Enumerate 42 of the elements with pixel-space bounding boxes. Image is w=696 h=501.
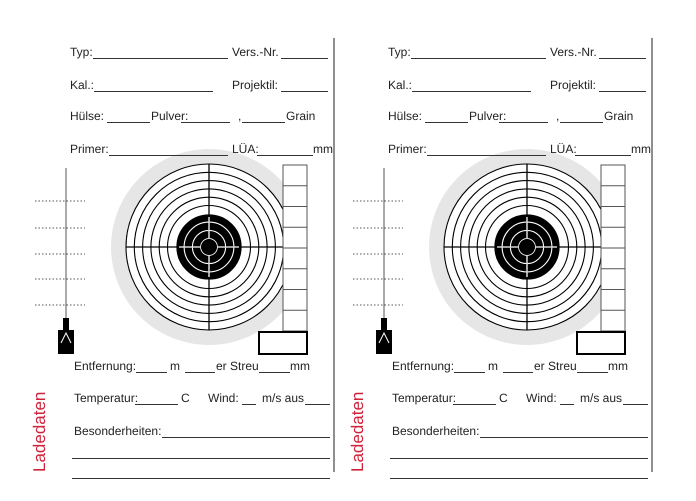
field-label: mm bbox=[631, 142, 651, 156]
field-label: Pulver: bbox=[151, 109, 188, 123]
field-label: Kal.: bbox=[388, 78, 412, 92]
field-label: Hülse: bbox=[70, 109, 104, 123]
field-label: , bbox=[238, 109, 242, 123]
field-label: Temperatur: bbox=[74, 391, 138, 405]
field-label: Typ: bbox=[388, 45, 411, 59]
field-label: er Streu bbox=[534, 359, 577, 373]
field-label: C bbox=[181, 391, 190, 405]
field-label: m/s aus bbox=[580, 391, 622, 405]
field-label: Besonderheiten: bbox=[392, 424, 480, 438]
section-title: Ladedaten bbox=[30, 392, 50, 472]
field-label: Entfernung: bbox=[392, 359, 454, 373]
field-label: Vers.-Nr. bbox=[550, 45, 597, 59]
field-label: Projektil: bbox=[232, 78, 278, 92]
field-label: er Streu bbox=[216, 359, 259, 373]
field-label: Vers.-Nr. bbox=[232, 45, 279, 59]
field-label: Primer: bbox=[70, 142, 109, 156]
field-label: LÜA: bbox=[232, 142, 259, 156]
field-label: Wind: bbox=[208, 391, 239, 405]
field-label: , bbox=[556, 109, 560, 123]
field-label: Kal.: bbox=[70, 78, 94, 92]
field-label: mm bbox=[313, 142, 333, 156]
field-label: Entfernung: bbox=[74, 359, 136, 373]
field-label: Projektil: bbox=[550, 78, 596, 92]
field-label: mm bbox=[608, 359, 628, 373]
field-label: m/s aus bbox=[262, 391, 304, 405]
field-label: Temperatur: bbox=[392, 391, 456, 405]
field-label: LÜA: bbox=[550, 142, 577, 156]
field-label: C bbox=[499, 391, 508, 405]
field-label: mm bbox=[290, 359, 310, 373]
field-label: Pulver: bbox=[469, 109, 506, 123]
field-label: m bbox=[170, 359, 180, 373]
field-label: Grain bbox=[286, 109, 316, 123]
section-title: Ladedaten bbox=[348, 392, 368, 472]
field-label: Primer: bbox=[388, 142, 427, 156]
field-label: Besonderheiten: bbox=[74, 424, 162, 438]
field-label: m bbox=[488, 359, 498, 373]
field-label: Hülse: bbox=[388, 109, 422, 123]
field-label: Grain bbox=[604, 109, 634, 123]
field-label: Wind: bbox=[526, 391, 557, 405]
field-label: Typ: bbox=[70, 45, 93, 59]
